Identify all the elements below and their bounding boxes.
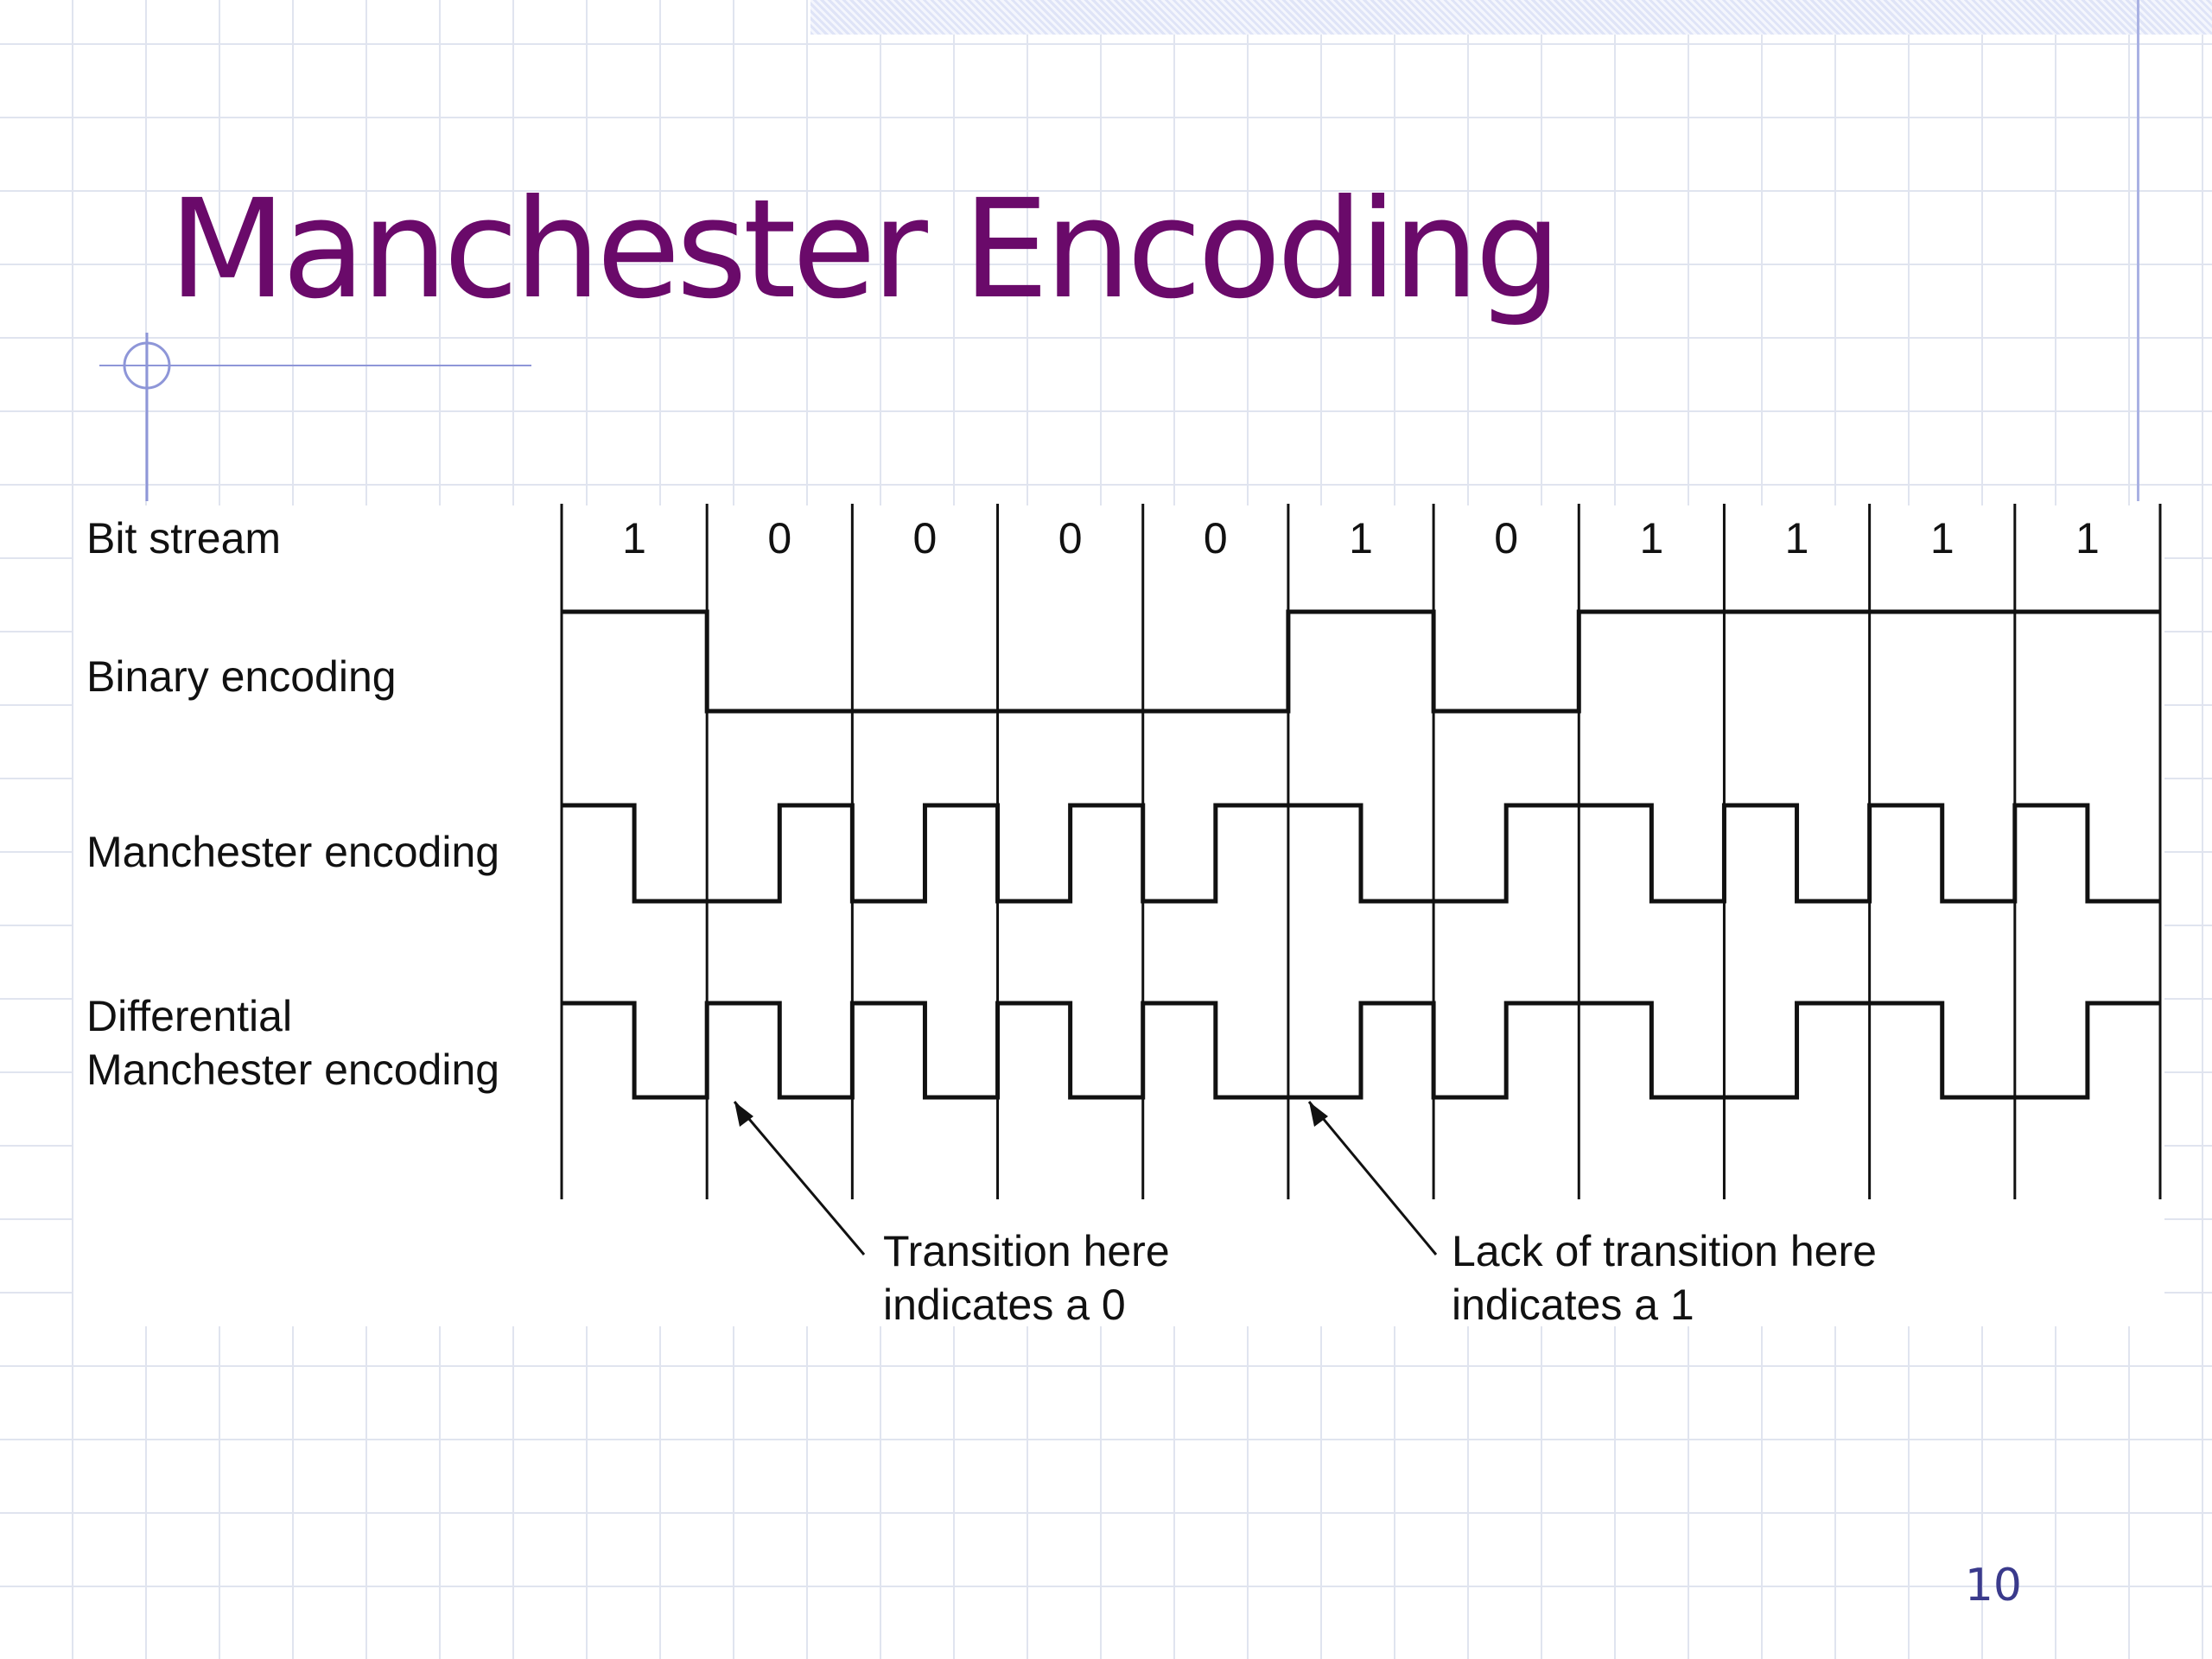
arrowhead-icon	[734, 1102, 753, 1127]
diagram-panel	[73, 505, 2164, 1326]
bit-label: 0	[1204, 514, 1228, 563]
right-decor-rule	[2137, 0, 2139, 501]
bit-label: 1	[1785, 514, 1809, 563]
bit-label: 0	[1494, 514, 1518, 563]
bit-labels: 1 0 0 0 0 1 0 1 1 1 1	[622, 514, 2100, 563]
crosshair-decor-icon	[99, 333, 531, 501]
callout-transition-line1: Transition here	[883, 1227, 1170, 1275]
row-label-binary: Binary encoding	[86, 652, 397, 701]
callout-transition: Transition here indicates a 0	[733, 1101, 1170, 1329]
manchester-encoding-waveform	[562, 803, 2160, 904]
row-label-differential-line1: Differential	[86, 992, 292, 1040]
bit-label: 0	[767, 514, 791, 563]
callout-lack-of-transition: Lack of transition here indicates a 1	[1307, 1101, 1877, 1329]
bit-label: 0	[1058, 514, 1083, 563]
differential-manchester-waveform	[562, 1001, 2160, 1100]
top-decor-band	[810, 0, 2212, 35]
page-number: 10	[1964, 1560, 2022, 1611]
bit-label: 1	[622, 514, 646, 563]
row-label-manchester: Manchester encoding	[86, 828, 499, 876]
callout-lack-leader	[1307, 1101, 1438, 1255]
callout-transition-line2: indicates a 0	[883, 1281, 1126, 1329]
callout-transition-leader	[733, 1101, 866, 1255]
row-label-bit-stream: Bit stream	[86, 514, 281, 563]
arrowhead-icon	[1309, 1102, 1328, 1127]
bit-label: 1	[1930, 514, 1955, 563]
callout-lack-line2: indicates a 1	[1452, 1281, 1694, 1329]
row-label-differential-line2: Manchester encoding	[86, 1046, 499, 1094]
bit-label: 1	[1349, 514, 1373, 563]
binary-encoding-waveform	[562, 609, 2160, 714]
callout-lack-line1: Lack of transition here	[1452, 1227, 1877, 1275]
bit-label: 0	[913, 514, 938, 563]
slide-title: Manchester Encoding	[168, 170, 1561, 329]
bit-label: 1	[1639, 514, 1663, 563]
bit-label: 1	[2075, 514, 2100, 563]
